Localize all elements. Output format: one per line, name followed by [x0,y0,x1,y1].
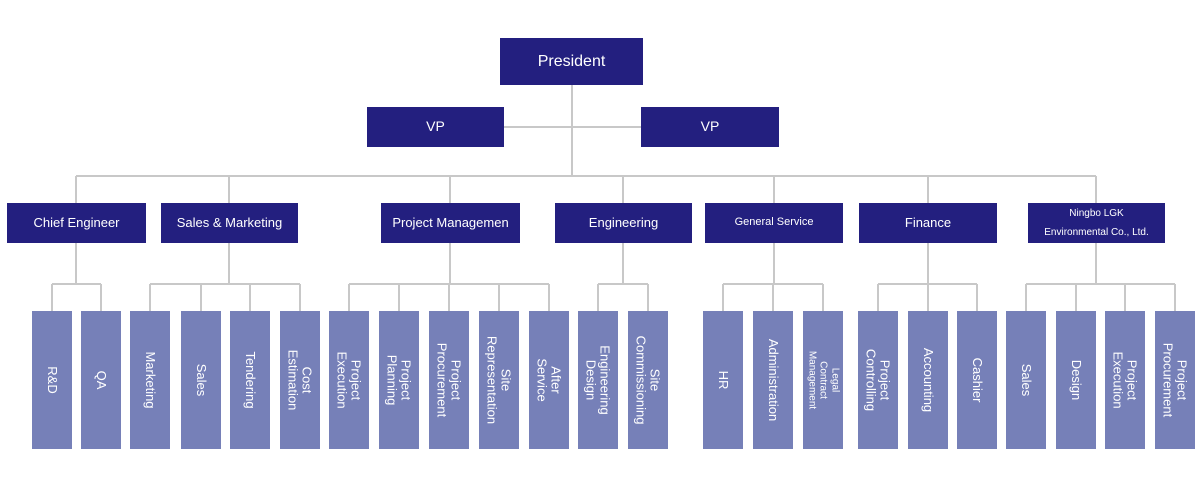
unit-label: Site Representation [485,335,514,425]
unit-label: After Service [535,358,564,402]
unit-box: Tendering [230,311,270,449]
unit-label: Marketing [142,351,158,409]
unit-label: Engineering Design [584,345,613,415]
unit-label: Design [1068,359,1084,401]
unit-box: Site Commissioning [628,311,668,449]
unit-box: Administration [753,311,793,449]
unit-label: Project Procurement [435,342,464,418]
unit-box: Sales [181,311,221,449]
unit-box: Project Procurement [1155,311,1195,449]
unit-label: Project Planning [385,354,414,406]
unit-box: Marketing [130,311,170,449]
unit-label: Administration [765,338,781,422]
dept-finance: Finance [859,203,997,243]
unit-box: Engineering Design [578,311,618,449]
unit-label: Tendering [242,351,258,409]
unit-label: Project Procurement [1161,342,1190,418]
unit-label: Project Controlling [864,348,893,412]
president-box: President [500,38,643,85]
unit-label: Sales [193,363,209,397]
unit-box: R&D [32,311,72,449]
unit-box: Project Execution [1105,311,1145,449]
unit-box: Legal Contract Management [803,311,843,449]
dept-project-management: Project Managemen [381,203,520,243]
vp-box-right: VP [641,107,779,147]
unit-label: Cost Estimation [286,349,315,411]
dept-general-service: General Service [705,203,843,243]
unit-box: Project Planning [379,311,419,449]
unit-box: Cost Estimation [280,311,320,449]
unit-box: Project Execution [329,311,369,449]
dept-ningbo-lgk: Ningbo LGK Environmental Co., Ltd. [1028,203,1165,243]
unit-box: Sales [1006,311,1046,449]
unit-box: HR [703,311,743,449]
unit-label: Cashier [969,357,985,403]
unit-box: Site Representation [479,311,519,449]
unit-label: Sales [1018,363,1034,397]
unit-box: Project Procurement [429,311,469,449]
unit-box: QA [81,311,121,449]
unit-box: After Service [529,311,569,449]
unit-label: Accounting [920,347,936,413]
dept-sales-marketing: Sales & Marketing [161,203,298,243]
unit-box: Design [1056,311,1096,449]
dept-engineering: Engineering [555,203,692,243]
unit-box: Project Controlling [858,311,898,449]
unit-label: QA [93,370,109,390]
unit-label: HR [715,370,731,390]
unit-box: Cashier [957,311,997,449]
unit-label: Project Execution [335,351,364,409]
unit-label: R&D [44,366,60,394]
vp-box-left: VP [367,107,504,147]
unit-box: Accounting [908,311,948,449]
dept-chief-engineer: Chief Engineer [7,203,146,243]
unit-label: Legal Contract Management [806,350,841,410]
unit-label: Project Execution [1111,351,1140,409]
unit-label: Site Commissioning [634,335,663,425]
